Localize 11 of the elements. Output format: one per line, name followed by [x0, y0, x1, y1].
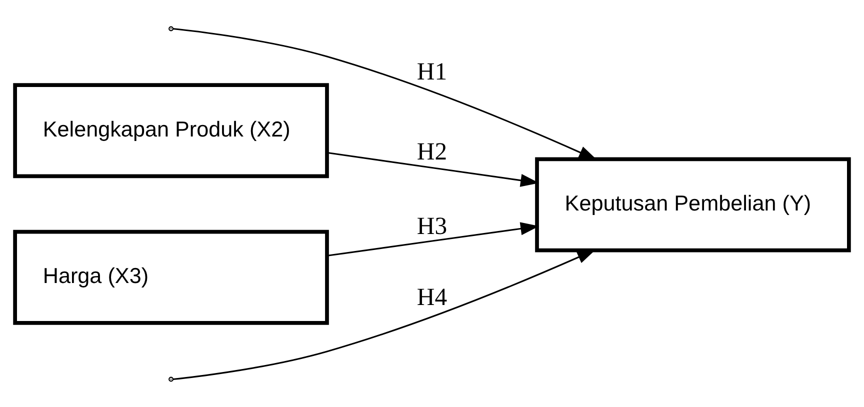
node-box: Kelengkapan Produk (X2) [13, 82, 329, 178]
node-box: Harga (X3) [13, 229, 329, 324]
arrow [172, 28, 598, 160]
arrow [172, 249, 596, 380]
edge-label: H2 [416, 138, 448, 166]
node-box: Keputusan Pembelian (Y) [535, 156, 851, 252]
arrow [327, 152, 540, 186]
edge-label: H4 [416, 283, 448, 310]
arrow [327, 222, 540, 256]
edge-label: H1 [416, 58, 448, 85]
edge-label: H3 [416, 212, 448, 240]
